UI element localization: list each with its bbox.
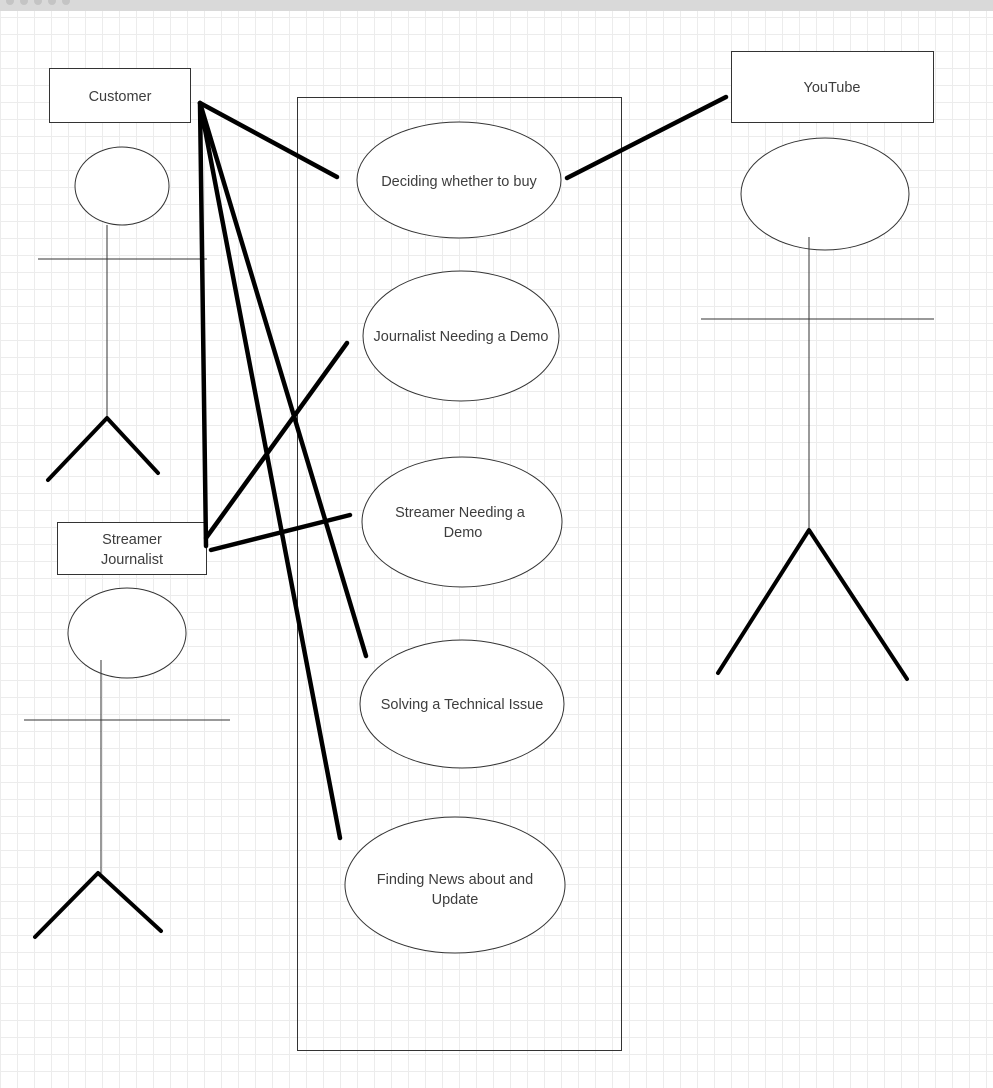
window-dot — [34, 0, 42, 5]
actor-head — [740, 137, 910, 251]
use-case-label: Update — [432, 892, 479, 908]
use-case-label: Journalist Needing a Demo — [374, 329, 549, 345]
association-youtube-deciding[interactable] — [564, 94, 729, 181]
use-case-ellipse — [356, 121, 562, 239]
association-customer-deciding[interactable] — [197, 100, 340, 180]
actor-legs — [33, 871, 163, 939]
actor-label: YouTube — [804, 80, 861, 96]
actor-label: Journalist — [101, 552, 163, 568]
window-top-bar — [0, 0, 993, 11]
use-case-ellipse — [362, 270, 560, 402]
association-customer-streamer[interactable] — [197, 100, 209, 549]
system-boundary[interactable] — [297, 97, 622, 1051]
actor-legs — [716, 528, 909, 681]
use-case-label: Deciding whether to buy — [381, 174, 537, 190]
use-case-technical-issue[interactable]: Solving a Technical Issue — [359, 639, 565, 769]
use-case-label: Solving a Technical Issue — [381, 697, 544, 713]
use-case-ellipse — [359, 639, 565, 769]
use-case-journalist-demo[interactable]: Journalist Needing a Demo — [362, 270, 560, 402]
use-case-finding-news[interactable]: Finding News about and Update — [344, 816, 566, 954]
use-case-deciding[interactable]: Deciding whether to buy — [356, 121, 562, 239]
actor-label: Customer — [89, 89, 152, 105]
window-dot — [20, 0, 28, 5]
use-case-ellipse — [361, 456, 563, 588]
use-case-label: Finding News about and — [377, 872, 533, 888]
window-dot — [6, 0, 14, 5]
actor-head — [74, 146, 170, 226]
window-dot — [62, 0, 70, 5]
actor-legs — [46, 416, 160, 482]
actor-head — [67, 587, 187, 679]
use-case-label: Demo — [444, 525, 483, 541]
actor-label-box — [49, 68, 191, 123]
actor-label-box — [731, 51, 934, 123]
association-customer-finding-news[interactable] — [197, 100, 343, 841]
window-dot — [48, 0, 56, 5]
use-case-label: Streamer Needing a — [395, 505, 526, 521]
association-streamer-journalist-demo[interactable] — [203, 340, 350, 541]
actor-streamer-journalist[interactable]: Streamer Journalist — [24, 522, 230, 939]
actor-customer[interactable]: Customer — [38, 68, 207, 482]
actor-label: Streamer — [102, 532, 162, 548]
actor-youtube[interactable]: YouTube — [701, 51, 934, 681]
associations — [197, 94, 729, 841]
actor-label-box — [57, 522, 207, 575]
use-case-ellipse — [344, 816, 566, 954]
use-case-streamer-demo[interactable]: Streamer Needing a Demo — [361, 456, 563, 588]
association-customer-technical-issue[interactable] — [197, 100, 369, 659]
association-streamer-streamer-demo[interactable] — [208, 512, 353, 553]
